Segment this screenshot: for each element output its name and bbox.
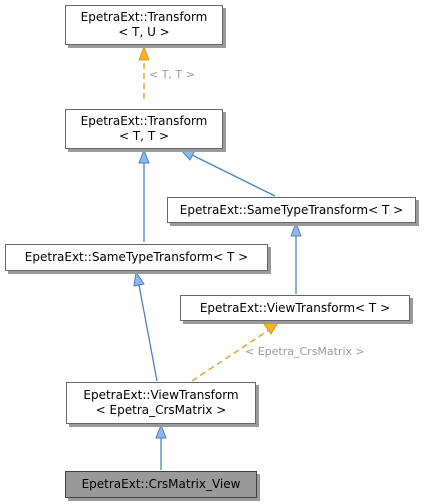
edge-label-tt-instantiation: < T, T > [149,68,195,81]
node-title: EpetraExt::ViewTransform< T > [199,300,391,315]
edge-arrowhead [178,148,196,161]
node-crsmatrix-view[interactable]: EpetraExt::CrsMatrix_View [65,471,257,498]
node-title: EpetraExt::SameTypeTransform< T > [24,250,249,264]
node-template-args: < T, T > [118,129,170,143]
node-title: EpetraExt::ViewTransform [83,388,239,402]
edge-viewtransform-t-to-sametype-right [290,221,302,294]
edge-viewtransform-crs-to-sametype-left [133,270,158,382]
edge-arrowhead [263,320,281,335]
edge-arrowhead [138,148,150,164]
edge-crsmatrix-view-to-viewtransform-crs [155,423,167,470]
node-view-transform-t[interactable]: EpetraExt::ViewTransform< T > [180,295,410,321]
edge-line [138,284,158,382]
edge-arrowhead [155,423,167,439]
node-view-transform-crs-matrix[interactable]: EpetraExt::ViewTransform < Epetra_CrsMat… [66,382,256,424]
node-sametype-transform-right[interactable]: EpetraExt::SameTypeTransform< T > [167,197,416,223]
edge-arrowhead [138,45,150,61]
node-template-args: < Epetra_CrsMatrix > [95,403,227,417]
edge-line [191,154,276,197]
edge-sametype-left-to-transform-tt [138,148,150,242]
node-template-args: < T, U > [118,25,170,39]
node-transform-t-t[interactable]: EpetraExt::Transform < T, T > [65,109,223,149]
node-title: EpetraExt::SameTypeTransform< T > [179,202,404,217]
node-transform-t-u[interactable]: EpetraExt::Transform < T, U > [65,5,223,45]
node-title: EpetraExt::Transform [80,10,208,24]
node-title: EpetraExt::CrsMatrix_View [81,477,241,491]
edge-arrowhead [133,270,145,287]
edge-arrowhead [290,221,302,237]
edge-line [191,329,270,382]
edge-transform-tt-to-tu [138,45,150,99]
node-title: EpetraExt::Transform [80,114,208,128]
edge-viewtransform-crs-to-viewtransform-t [191,320,281,382]
edge-label-crs-instantiation: < Epetra_CrsMatrix > [245,345,365,358]
edge-sametype-right-to-transform-tt [178,148,276,197]
node-sametype-transform-left[interactable]: EpetraExt::SameTypeTransform< T > [5,244,268,271]
